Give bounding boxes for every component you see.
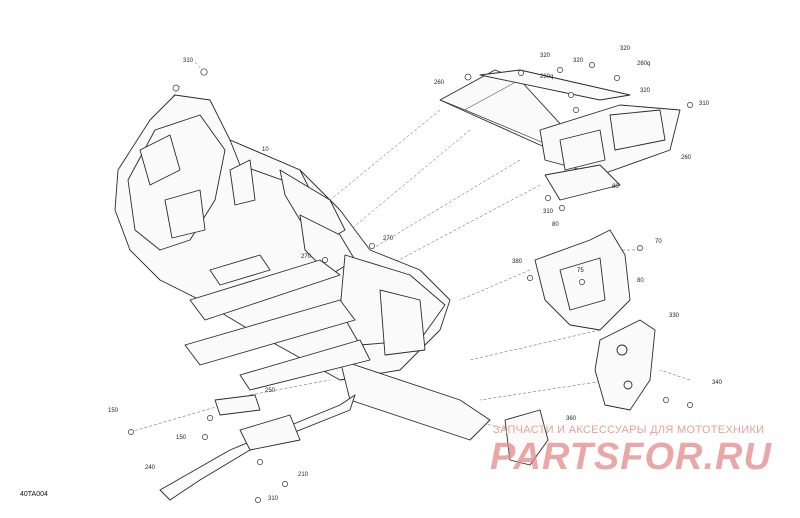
callout-240: 240 [145, 465, 156, 471]
callout-320: 320 [640, 88, 651, 94]
upper-rail-assembly [439, 69, 681, 201]
callout-80: 80 [612, 184, 619, 190]
diagram-code: 40TA004 [20, 491, 48, 498]
callout-80: 80 [552, 222, 559, 228]
callout-320: 320 [540, 53, 551, 59]
callout-360: 360 [566, 416, 577, 422]
watermark-text: ЗАПЧАСТИ И АКСЕССУАРЫ ДЛЯ МОТОТЕХНИКИ [493, 424, 765, 436]
main-frame [114, 94, 491, 441]
arm-240 [159, 394, 356, 501]
callout-260: 260 [434, 80, 445, 86]
watermark-logo: PARTSFOR.RU [490, 436, 772, 478]
callout-260q: 260q [637, 61, 651, 67]
callout-10: 10 [262, 147, 269, 153]
callout-310: 310 [699, 101, 710, 107]
callout-270: 270 [301, 254, 312, 260]
bracket-360 [504, 409, 549, 466]
callout-320: 320 [620, 46, 631, 52]
callout-310: 310 [543, 209, 554, 215]
callout-210: 210 [298, 472, 309, 478]
callout-150: 150 [108, 408, 119, 414]
plate-330 [594, 319, 656, 411]
callout-250: 250 [265, 388, 276, 394]
callout-330: 330 [669, 313, 680, 319]
callout-80: 80 [637, 278, 644, 284]
callout-380: 380 [512, 259, 523, 265]
fasteners [128, 62, 693, 503]
callout-260q: 260q [540, 74, 554, 80]
callout-310: 310 [268, 496, 279, 502]
callout-150: 150 [176, 435, 187, 441]
callout-70: 70 [655, 239, 662, 245]
callout-270: 270 [383, 236, 394, 242]
callout-310: 310 [183, 58, 194, 64]
callout-75: 75 [577, 268, 584, 274]
callout-320: 320 [573, 58, 584, 64]
callout-340: 340 [712, 380, 723, 386]
callout-260: 260 [681, 155, 692, 161]
